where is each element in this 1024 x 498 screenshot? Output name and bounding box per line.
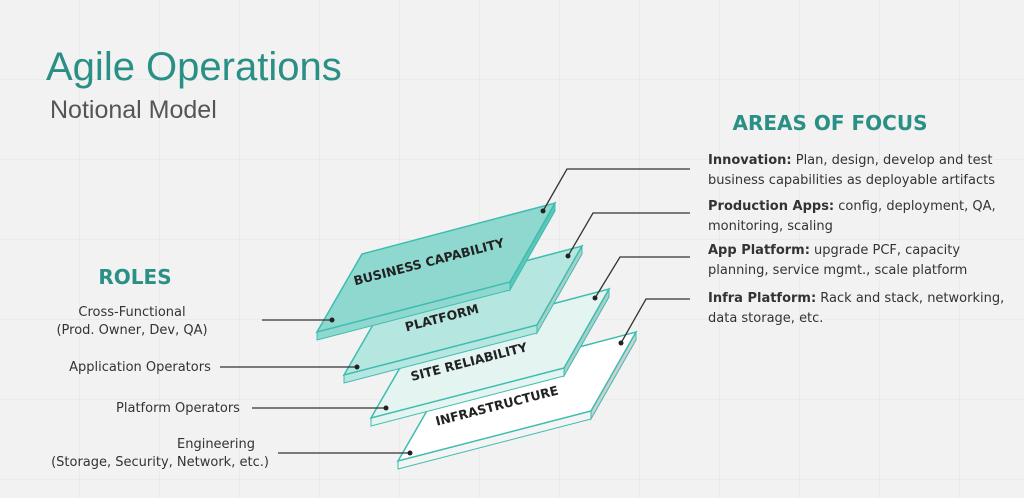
areas-list: Innovation: Plan, design, develop and te…	[708, 153, 1004, 326]
layer-top-face	[315, 201, 557, 334]
layer-business-capability: BUSINESS CAPABILITY	[315, 201, 557, 341]
role-cross-functional: Cross-Functional	[78, 305, 185, 320]
area-leaders	[540, 168, 690, 346]
roles-list: Cross-Functional (Prod. Owner, Dev, QA) …	[51, 305, 269, 470]
roles-heading: ROLES	[98, 265, 171, 289]
area-infra-platform: Infra Platform: Rack and stack, networki…	[708, 291, 1004, 306]
role-application-operators: Application Operators	[69, 360, 211, 375]
area-app-platform-detail: planning, service mgmt., scale platform	[708, 263, 967, 278]
role-platform-operators: Platform Operators	[116, 401, 240, 416]
page-title: Agile Operations	[46, 45, 342, 89]
areas-heading: AREAS OF FOCUS	[733, 111, 928, 135]
area-infra-platform-detail: data storage, etc.	[708, 311, 823, 326]
role-leaders	[220, 317, 413, 456]
area-innovation-detail: business capabilities as deployable arti…	[708, 173, 995, 188]
role-engineering: Engineering	[177, 437, 255, 452]
layer-platform: PLATFORM	[342, 244, 584, 384]
page-subtitle: Notional Model	[50, 96, 217, 124]
area-innovation: Innovation: Plan, design, develop and te…	[708, 153, 992, 168]
area-production-apps: Production Apps: config, deployment, QA,	[708, 199, 996, 214]
role-cross-functional-detail: (Prod. Owner, Dev, QA)	[56, 323, 207, 338]
role-engineering-detail: (Storage, Security, Network, etc.)	[51, 455, 269, 470]
area-production-apps-detail: monitoring, scaling	[708, 219, 833, 234]
area-app-platform: App Platform: upgrade PCF, capacity	[708, 243, 960, 258]
